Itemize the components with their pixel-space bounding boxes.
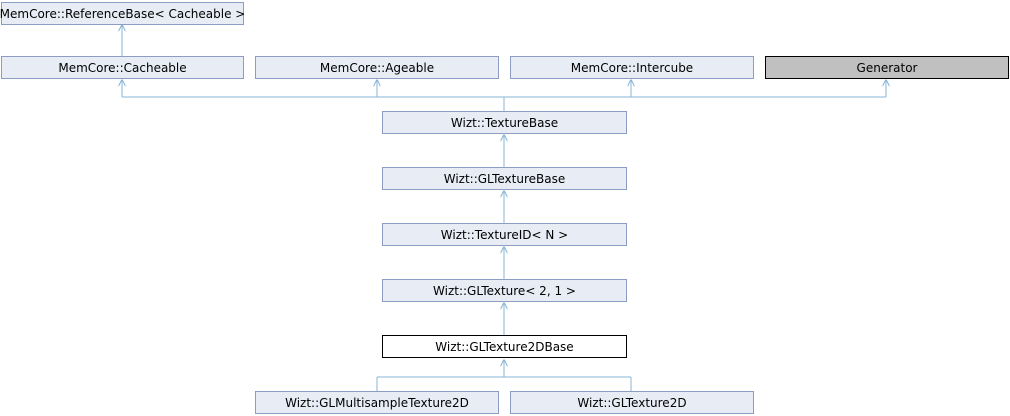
node-ageable[interactable]: MemCore::Ageable bbox=[255, 56, 499, 79]
node-gltexture2d[interactable]: Wizt::GLTexture2D bbox=[510, 391, 754, 414]
node-gltexture2dbase: Wizt::GLTexture2DBase bbox=[382, 335, 627, 358]
node-referencebase[interactable]: MemCore::ReferenceBase< Cacheable > bbox=[0, 2, 245, 25]
node-gltexturebase[interactable]: Wizt::GLTextureBase bbox=[382, 167, 627, 190]
node-gltexture[interactable]: Wizt::GLTexture< 2, 1 > bbox=[382, 279, 627, 302]
node-textureid[interactable]: Wizt::TextureID< N > bbox=[382, 223, 627, 246]
node-texturebase[interactable]: Wizt::TextureBase bbox=[382, 111, 627, 134]
node-glmultisampletexture2d[interactable]: Wizt::GLMultisampleTexture2D bbox=[255, 391, 499, 414]
node-cacheable[interactable]: MemCore::Cacheable bbox=[1, 56, 244, 79]
node-generator[interactable]: Generator bbox=[765, 56, 1009, 79]
node-intercube[interactable]: MemCore::Intercube bbox=[510, 56, 754, 79]
